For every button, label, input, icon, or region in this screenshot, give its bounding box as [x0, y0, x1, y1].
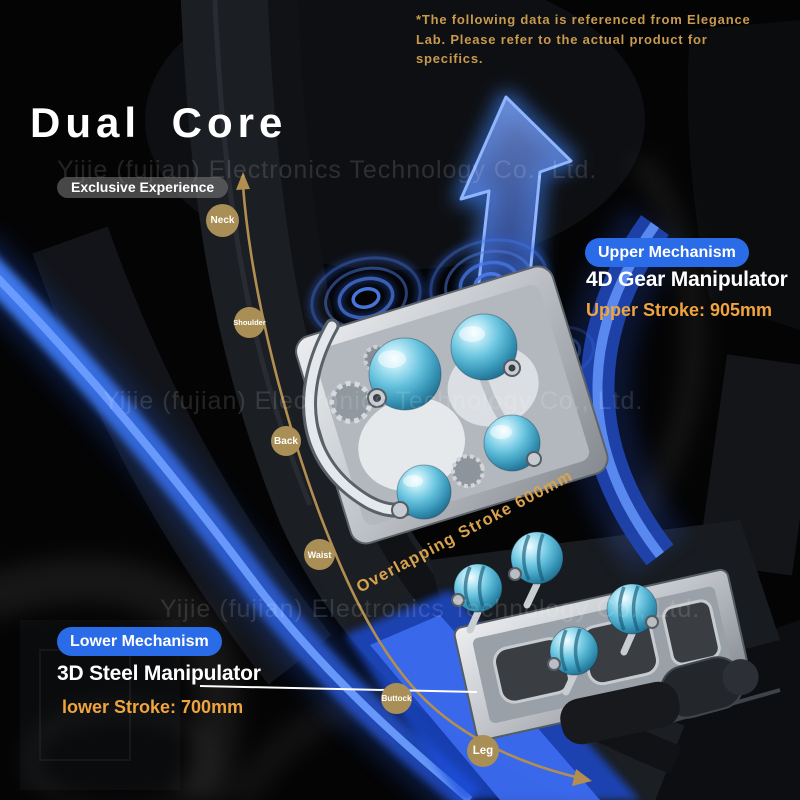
body-label-shoulder: Shoulder: [233, 307, 266, 338]
body-label-buttock: Buttock: [381, 683, 412, 714]
disclaimer-line: Lab. Please refer to the actual product …: [416, 31, 708, 47]
body-label-leg: Leg: [467, 735, 499, 767]
exclusive-experience-badge: Exclusive Experience: [57, 177, 229, 198]
page-title: Dual Core: [30, 99, 288, 146]
upper-stroke-value: Upper Stroke: 905mm: [586, 300, 773, 320]
lower-mechanism-graphic: [451, 531, 759, 745]
disclaimer-line: *The following data is referenced from E…: [416, 12, 751, 27]
disclaimer-note: *The following data is referenced from E…: [416, 10, 776, 69]
lower-mechanism-badge: Lower Mechanism: [57, 627, 222, 656]
body-label-neck: Neck: [206, 204, 239, 237]
pointer-line: [199, 685, 478, 693]
body-label-waist: Waist: [304, 539, 335, 570]
body-label-back: Back: [271, 426, 301, 456]
upper-mechanism-graphic: [295, 265, 609, 545]
upper-mechanism-badge: Upper Mechanism: [585, 238, 749, 267]
lower-mechanism-title: 3D Steel Manipulator: [57, 662, 261, 685]
disclaimer-line: specifics.: [416, 51, 484, 66]
upper-mechanism-title: 4D Gear Manipulator: [586, 268, 788, 291]
lower-stroke-value: lower Stroke: 700mm: [62, 697, 244, 717]
